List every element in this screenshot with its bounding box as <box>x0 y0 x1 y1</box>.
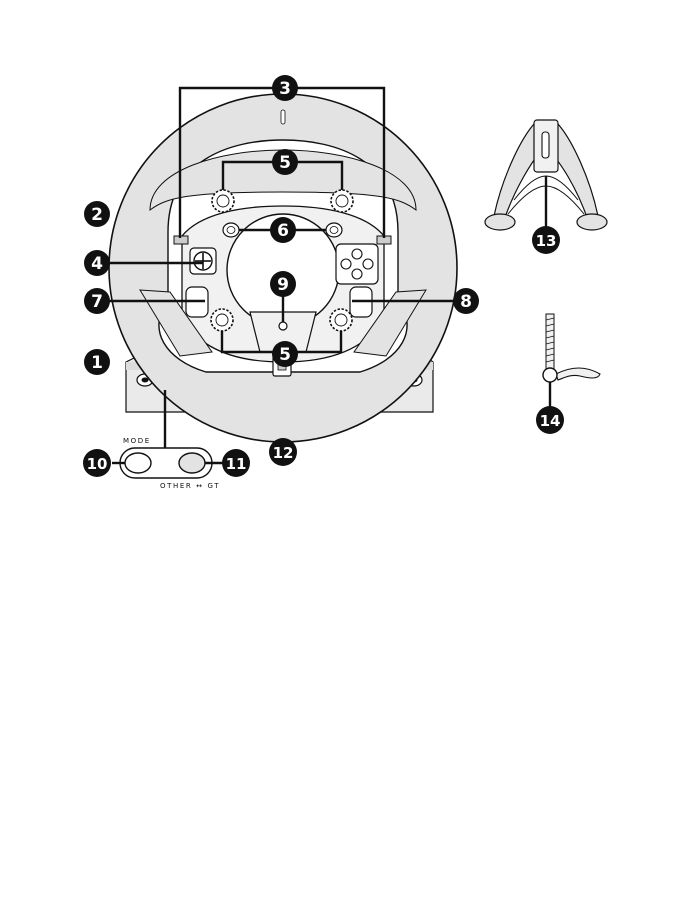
callout-12: 12 <box>269 438 297 466</box>
callout-8: 8 <box>453 288 479 314</box>
svg-text:4: 4 <box>91 254 103 274</box>
other-gt-label: OTHER ↔ GT <box>160 482 220 490</box>
callout-13: 13 <box>532 226 560 254</box>
svg-text:7: 7 <box>91 292 103 312</box>
callout-7: 7 <box>84 288 110 314</box>
svg-text:5: 5 <box>279 153 291 173</box>
svg-text:1: 1 <box>91 353 103 373</box>
svg-text:13: 13 <box>536 232 557 250</box>
callout-5-top: 5 <box>272 149 298 175</box>
callout-3: 3 <box>272 75 298 101</box>
d-pad <box>190 248 216 274</box>
callout-9: 9 <box>270 271 296 297</box>
svg-text:11: 11 <box>226 455 247 473</box>
svg-text:8: 8 <box>460 292 472 312</box>
callout-11: 11 <box>222 449 250 477</box>
callout-10: 10 <box>83 449 111 477</box>
callout-6: 6 <box>270 217 296 243</box>
svg-text:3: 3 <box>279 79 291 99</box>
clamp-screw <box>543 314 600 382</box>
svg-text:6: 6 <box>277 221 289 241</box>
callout-5-bottom: 5 <box>272 341 298 367</box>
svg-text:12: 12 <box>273 444 294 462</box>
svg-text:10: 10 <box>87 455 108 473</box>
svg-text:5: 5 <box>279 345 291 365</box>
callout-14: 14 <box>536 406 564 434</box>
action-buttons <box>336 244 378 284</box>
mode-label: MODE <box>123 437 151 445</box>
svg-text:9: 9 <box>277 275 289 295</box>
callout-1: 1 <box>84 349 110 375</box>
callout-4: 4 <box>84 250 110 276</box>
callout-2: 2 <box>84 201 110 227</box>
svg-text:14: 14 <box>540 412 561 430</box>
svg-text:2: 2 <box>91 205 103 225</box>
